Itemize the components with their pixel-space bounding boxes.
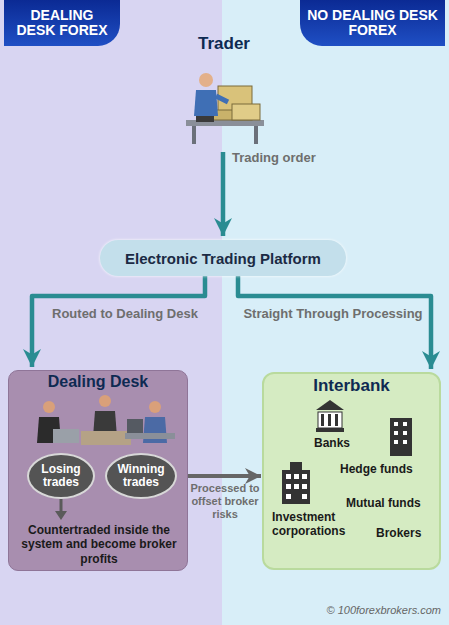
box-text: Countertraded inside the system and beco… xyxy=(17,523,181,566)
edge-label: Processed to offset broker risks xyxy=(190,482,260,522)
node-text: Losing trades xyxy=(35,463,87,489)
edge-label: Routed to Dealing Desk xyxy=(42,306,208,322)
region-tab: DEALING DESK FOREX xyxy=(4,0,120,46)
trader-figure: Trader xyxy=(172,34,276,146)
box-heading: Interbank xyxy=(264,376,439,396)
trade-oval: Winning trades xyxy=(105,453,177,499)
node-text: NO DEALING DESK FOREX xyxy=(306,8,439,39)
interbank-box: InterbankBanksHedge fundsMutual fundsInv… xyxy=(262,372,441,570)
node-text: Trader xyxy=(172,34,276,54)
flow-arrow xyxy=(238,276,431,369)
trade-oval: Losing trades xyxy=(27,453,95,499)
platform-pill: Electronic Trading Platform xyxy=(100,240,346,276)
watermark: © 100forexbrokers.com xyxy=(327,604,442,616)
flow-arrow xyxy=(179,474,261,478)
node-text: Electronic Trading Platform xyxy=(125,250,321,267)
edge-label: Trading order xyxy=(232,150,342,166)
flow-arrow xyxy=(32,276,205,367)
box-text: Mutual funds xyxy=(346,496,421,510)
box-text: Banks xyxy=(314,436,350,450)
dealing-desk-box: Dealing DeskCountertraded inside the sys… xyxy=(8,370,188,571)
edge-label: Straight Through Processing xyxy=(240,306,426,322)
region-tab: NO DEALING DESK FOREX xyxy=(300,0,445,46)
node-text: DEALING DESK FOREX xyxy=(10,8,114,39)
flow-arrow xyxy=(221,152,226,236)
box-heading: Dealing Desk xyxy=(9,373,187,391)
box-text: Brokers xyxy=(376,526,421,540)
node-text: Winning trades xyxy=(113,463,169,489)
box-text: Hedge funds xyxy=(340,462,413,476)
box-text: Investment corporations xyxy=(272,510,366,539)
